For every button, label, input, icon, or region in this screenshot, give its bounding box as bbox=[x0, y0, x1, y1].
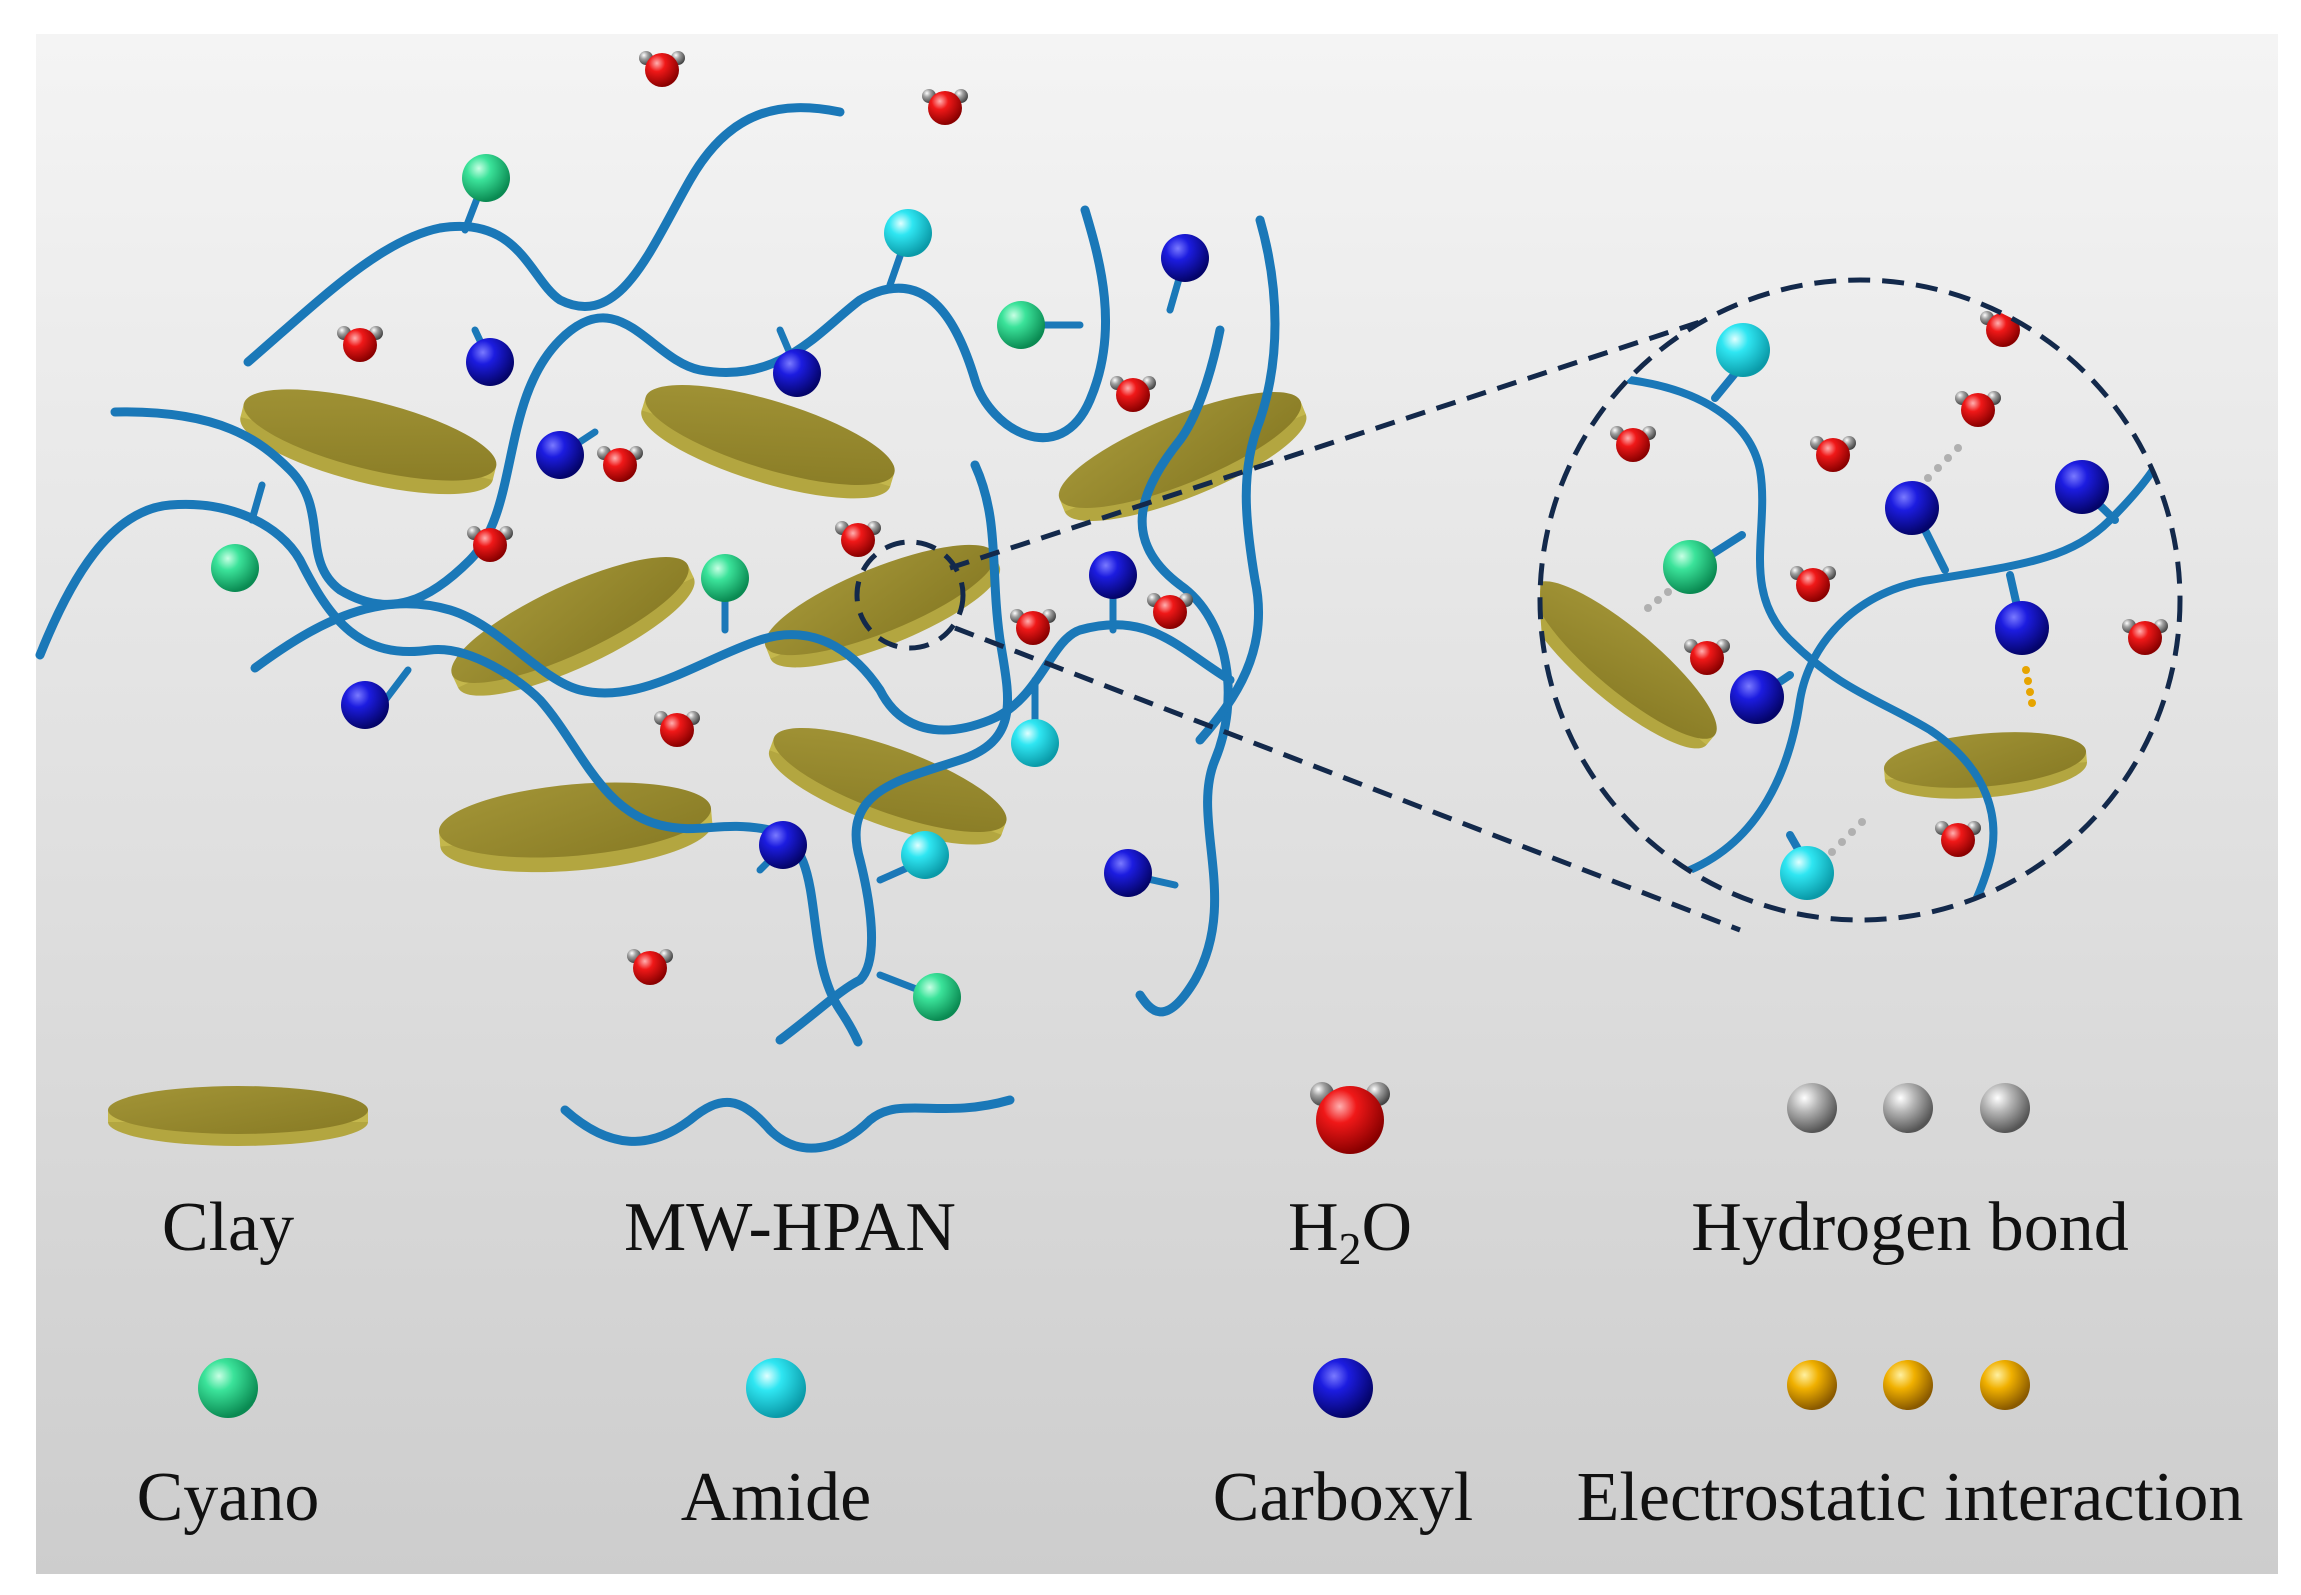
carboxyl-sphere bbox=[1995, 601, 2049, 655]
cyan-sphere-icon bbox=[746, 1358, 806, 1418]
polymer-chains bbox=[35, 103, 1280, 1047]
carboxyl-sphere bbox=[1104, 849, 1152, 897]
cyano-groups bbox=[211, 154, 1045, 1021]
carboxyl-sphere bbox=[341, 681, 389, 729]
carboxyl-sphere bbox=[1161, 234, 1209, 282]
legend-label-hydrogen-bond: Hydrogen bond bbox=[1691, 1189, 2128, 1266]
amide-sphere bbox=[884, 209, 932, 257]
legend-label-carboxyl: Carboxyl bbox=[1213, 1459, 1474, 1536]
legend-label-mw-hpan: MW-HPAN bbox=[624, 1189, 956, 1266]
carboxyl-sphere bbox=[1885, 481, 1939, 535]
green-sphere-icon bbox=[198, 1358, 258, 1418]
amide-sphere bbox=[1011, 719, 1059, 767]
clay-disk-icon bbox=[108, 1086, 368, 1146]
legend-label-cyano: Cyano bbox=[137, 1459, 320, 1536]
grey-dots-icon bbox=[1787, 1083, 2030, 1133]
carboxyl-sphere bbox=[466, 338, 514, 386]
amide-sphere bbox=[901, 831, 949, 879]
amide-groups bbox=[884, 209, 1059, 879]
orange-dots-icon bbox=[1787, 1360, 2030, 1410]
cyano-sphere bbox=[701, 554, 749, 602]
zoom-indicator bbox=[854, 319, 1741, 933]
legend-label-electrostatic-interaction: Electrostatic interaction bbox=[1577, 1459, 2244, 1536]
amide-sphere bbox=[1716, 323, 1770, 377]
zoom-circle-outline bbox=[1537, 277, 2183, 923]
wavy-chain-icon bbox=[560, 1095, 1015, 1153]
blue-sphere-icon bbox=[1313, 1358, 1373, 1418]
carboxyl-groups bbox=[341, 234, 1209, 897]
cyano-sphere bbox=[462, 154, 510, 202]
legend: Clay MW-HPAN H2O Hydrogen bond Cyano Ami… bbox=[108, 1082, 2243, 1536]
carboxyl-sphere bbox=[2055, 460, 2109, 514]
legend-label-clay: Clay bbox=[162, 1189, 294, 1266]
carboxyl-sphere bbox=[536, 431, 584, 479]
water-molecule-icon bbox=[1310, 1082, 1390, 1154]
amide-sphere bbox=[1780, 846, 1834, 900]
background-panel bbox=[36, 34, 2278, 1574]
cyano-sphere bbox=[913, 973, 961, 1021]
cyano-sphere bbox=[211, 544, 259, 592]
cyano-sphere bbox=[1663, 540, 1717, 594]
zoom-inset bbox=[1537, 277, 2183, 923]
cyano-sphere bbox=[997, 301, 1045, 349]
carboxyl-sphere bbox=[759, 821, 807, 869]
legend-label-amide: Amide bbox=[681, 1459, 872, 1536]
carboxyl-sphere bbox=[1730, 670, 1784, 724]
carboxyl-sphere bbox=[1089, 551, 1137, 599]
legend-label-h2o: H2O bbox=[1288, 1189, 1412, 1274]
carboxyl-sphere bbox=[773, 349, 821, 397]
